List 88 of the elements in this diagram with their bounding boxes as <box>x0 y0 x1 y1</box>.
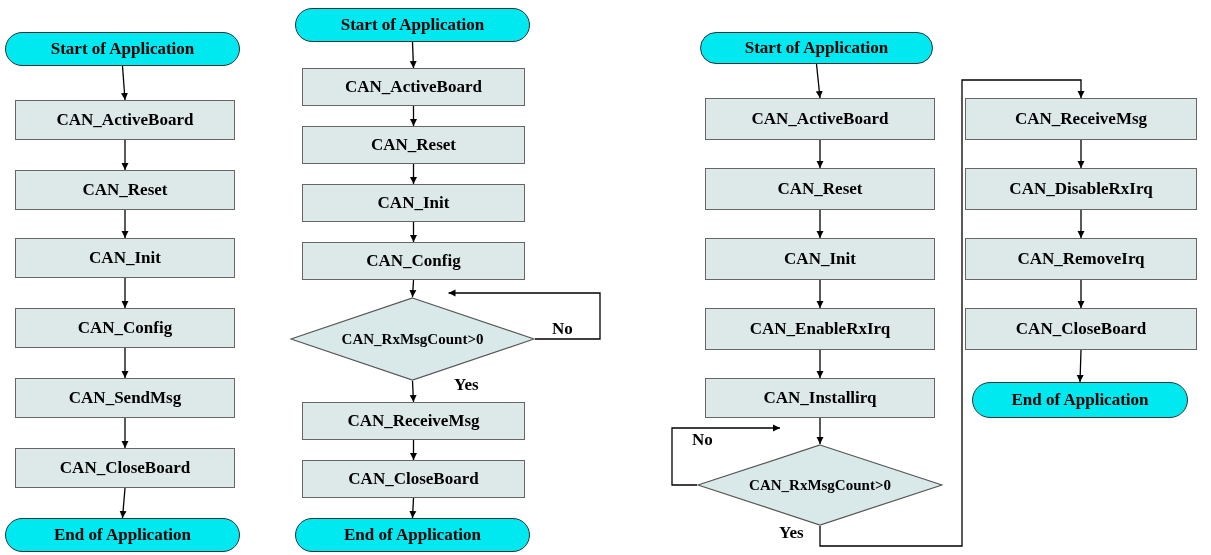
arrow <box>447 289 601 340</box>
process-box <box>302 68 525 106</box>
process-box <box>965 238 1197 280</box>
step-text: CAN_ActiveBoard <box>56 109 194 132</box>
arrow <box>816 349 824 379</box>
edge-label: No <box>690 431 715 448</box>
terminal-text: End of Application <box>1011 389 1149 412</box>
step-text: CAN_Reset <box>82 179 168 202</box>
step-text: CAN_ActiveBoard <box>345 76 482 99</box>
process-box <box>965 98 1197 140</box>
arrow <box>815 63 823 99</box>
edge-label: Yes <box>452 376 481 393</box>
terminal-pill <box>700 32 933 64</box>
arrow <box>410 163 417 185</box>
arrow <box>121 277 129 309</box>
step-text: CAN_CloseBoard <box>348 468 479 491</box>
terminal-pill <box>972 382 1188 418</box>
process-box <box>705 238 935 280</box>
process-box <box>15 378 235 418</box>
arrow <box>1077 209 1085 239</box>
arrow <box>816 139 824 169</box>
arrow <box>819 79 1085 547</box>
process-box <box>15 308 235 348</box>
step-text: CAN_Installirq <box>763 387 877 410</box>
arrow <box>119 487 127 519</box>
step-text: CAN_RemoveIrq <box>1017 248 1145 271</box>
step-text: CAN_DisableRxIrq <box>1009 178 1153 201</box>
process-box <box>302 242 525 280</box>
arrow <box>121 65 128 101</box>
arrow <box>1076 349 1084 383</box>
process-box <box>302 460 525 498</box>
arrow <box>121 347 129 379</box>
arrow <box>1077 279 1085 309</box>
arrow <box>409 497 417 519</box>
step-text: CAN_Init <box>89 247 161 270</box>
step-text: CAN_Init <box>784 248 856 271</box>
step-text: CAN_ReceiveMsg <box>347 410 480 433</box>
edge-label: Yes <box>777 524 806 541</box>
step-text: CAN_CloseBoard <box>1015 318 1147 341</box>
arrow <box>410 439 417 461</box>
arrow <box>410 105 417 127</box>
step-text: CAN_EnableRxIrq <box>749 318 891 341</box>
step-text: CAN_Reset <box>777 178 863 201</box>
arrow <box>121 139 129 171</box>
arrow <box>409 41 417 69</box>
arrow <box>816 209 824 239</box>
terminal-text: End of Application <box>344 524 481 547</box>
step-text: CAN_Reset <box>371 134 456 157</box>
process-box <box>705 98 935 140</box>
step-text: CAN_Init <box>377 192 450 215</box>
process-box <box>15 100 235 140</box>
terminal-text: End of Application <box>54 524 191 547</box>
step-text: CAN_ActiveBoard <box>751 108 889 131</box>
terminal-pill <box>295 518 530 552</box>
edge-label: No <box>550 320 575 337</box>
step-text: CAN_ReceiveMsg <box>1014 108 1148 131</box>
process-box <box>302 126 525 164</box>
process-box <box>705 378 935 418</box>
terminal-text: Start of Application <box>50 38 195 61</box>
process-box <box>965 168 1197 210</box>
condition-text: CAN_RxMsgCount>0 <box>341 329 484 349</box>
arrow <box>409 279 417 298</box>
terminal-pill <box>5 518 240 552</box>
terminal-text: Start of Application <box>744 37 889 60</box>
process-box <box>965 308 1197 350</box>
terminal-pill <box>295 8 530 42</box>
arrow <box>409 380 417 403</box>
step-text: CAN_SendMsg <box>68 387 182 410</box>
arrow <box>1077 139 1085 169</box>
arrow <box>816 417 824 445</box>
process-box <box>15 170 235 210</box>
process-box <box>705 168 935 210</box>
arrow <box>121 417 129 449</box>
arrow <box>671 424 781 486</box>
condition-text: CAN_RxMsgCount>0 <box>749 475 891 495</box>
step-text: CAN_Config <box>77 317 173 340</box>
step-text: CAN_CloseBoard <box>59 457 191 480</box>
arrow <box>816 279 824 309</box>
step-text: CAN_Config <box>366 250 461 273</box>
arrow <box>121 209 129 239</box>
arrow <box>410 221 417 243</box>
process-box <box>15 448 235 488</box>
terminal-text: Start of Application <box>340 14 485 37</box>
process-box <box>705 308 935 350</box>
terminal-pill <box>5 32 240 66</box>
process-box <box>15 238 235 278</box>
process-box <box>302 184 525 222</box>
process-box <box>302 402 525 440</box>
